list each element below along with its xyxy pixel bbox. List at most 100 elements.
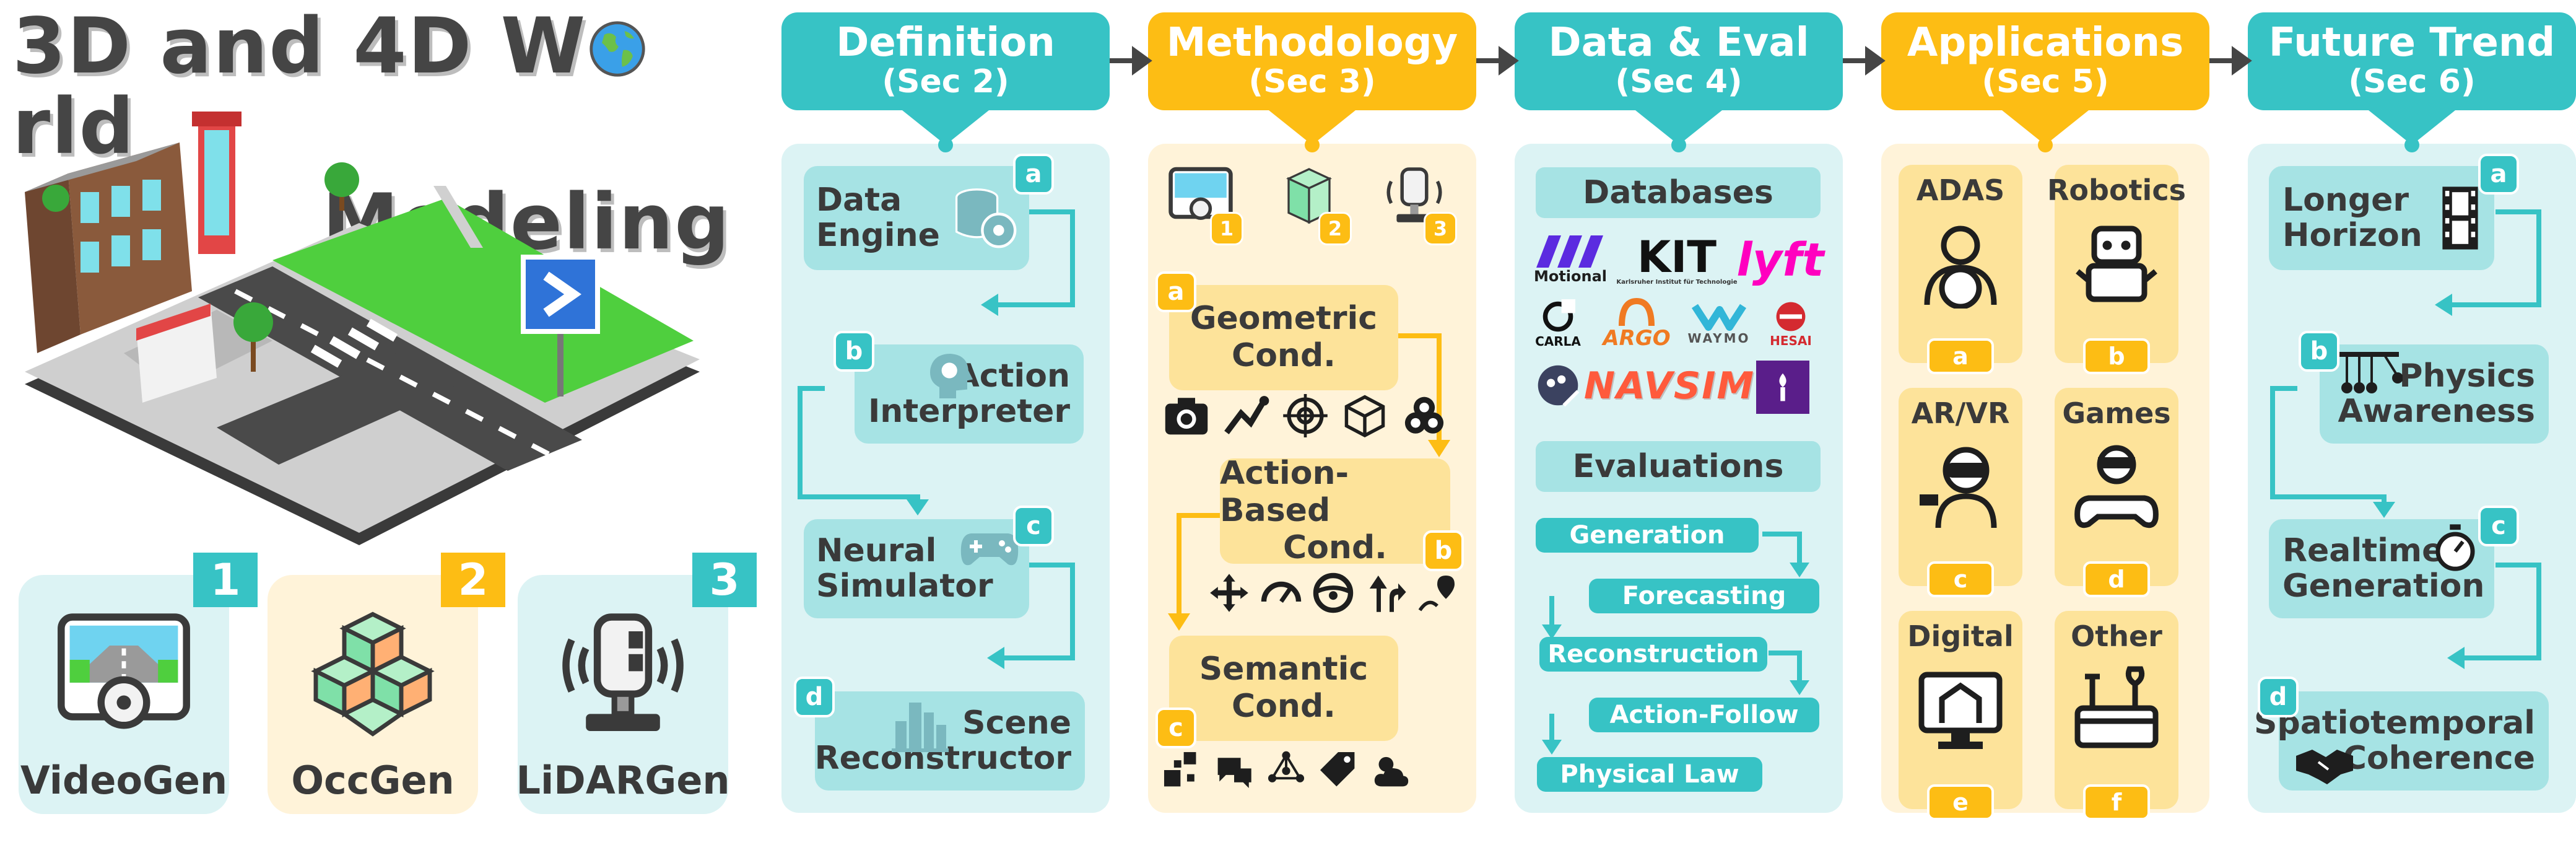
newton-cradle-icon [2338,352,2403,393]
eval-reconstruction: Reconstruction [1539,637,1767,672]
waymo-logo-text: WAYMO [1687,331,1751,346]
waymo-logo: WAYMO [1682,296,1756,352]
longer-horizon-box: Longer Horizon [2269,166,2494,270]
direction-arrows-icon [1369,576,1406,612]
evaluations-label: Evaluations [1536,441,1821,492]
videogen-card: VideoGen [19,575,229,814]
semantic-cond-box: Semantic Cond. [1169,636,1398,741]
lidargen-label: LiDARGen [516,758,730,803]
applications-section: (Sec 5) [1982,63,2109,100]
future-letter-c: c [2478,506,2519,546]
app-tile-adas: ADAS a [1899,165,2022,374]
data-engine-box: Data Engine [804,166,1029,270]
geometric-cond-line1: Geometric [1190,300,1378,338]
graph-nodes-icon [1268,751,1305,782]
globe-icon [590,21,646,77]
vr-headset-user-icon [1920,447,1997,528]
methodology-header: Methodology (Sec 3) [1148,12,1476,110]
mascot-head-icon [1538,365,1580,407]
occgen-number-badge: 2 [441,553,505,607]
geometric-icons-row [1162,394,1471,444]
longer-horizon-line1: Longer [2282,181,2409,219]
app-tile-other: Other f [2055,611,2178,820]
database-gear-icon [955,188,1017,248]
lidargen-card: LiDARGen [516,575,730,814]
evaluation-flow-connectors [1542,532,1809,755]
realtime-generation-line1: Realtime [2282,532,2444,569]
target-crosshair-icon [1283,394,1328,437]
driver-wheel-icon [1924,226,1997,309]
future-connectors [2270,209,2541,669]
app-robotics-label: Robotics [2047,173,2186,207]
action-based-cond-line2: Cond. [1283,528,1387,566]
scene-reconstructor-line1: Scene [962,704,1071,742]
spatiotemporal-coherence-line2: Coherence [2343,740,2535,777]
segmentation-icon [1164,751,1196,787]
argo-logo-mark [1619,297,1655,326]
handshake-icon [2296,750,2353,784]
methodology-section: (Sec 3) [1248,63,1376,100]
app-games-badge: d [2083,561,2150,597]
robot-icon [2076,226,2157,302]
navsim-logo: NAVSIM [1583,364,1756,408]
argo-logo-text: ARGO [1603,326,1671,351]
section-flow-arrows [1110,46,2252,76]
hesai-logo-text: HESAI [1770,333,1812,348]
app-tile-robotics: Robotics b [2047,165,2186,374]
future-title: Future Trend [2268,19,2556,66]
stopwatch-icon [2435,524,2475,571]
app-arvr-badge: c [1927,561,1994,597]
speedometer-icon [1261,581,1302,603]
definition-header: Definition (Sec 2) [781,12,1110,110]
gamepad-icon [960,533,1019,566]
definition-letter-b: b [833,331,874,372]
kit-logo-subtitle: Karlsruher Institut für Technologie [1616,278,1738,286]
app-tile-arvr: AR/VR c [1899,388,2022,597]
brain-head-icon [930,354,973,398]
physics-awareness-line2: Awareness [2338,393,2535,430]
university-seal-logo [1756,361,1809,414]
definition-title: Definition [836,19,1055,66]
app-tile-games: Games d [2055,388,2178,597]
kit-logo: KIT Karlsruher Institut für Technologie [1615,229,1739,291]
semantic-cond-line2: Cond. [1232,688,1336,725]
motional-logo-text: Motional [1533,268,1608,285]
film-strip-icon [2442,186,2478,250]
geometric-cond-box: Geometric Cond. [1169,285,1398,390]
tag-label-icon [1320,751,1355,787]
neural-simulator-box: Neural Simulator [804,519,1029,618]
move-arrows-icon [1210,574,1248,612]
definition-letter-c: c [1013,506,1054,546]
city-skyline-icon [892,703,949,752]
spatiotemporal-coherence-line1: Spatiotemporal [2254,704,2535,742]
future-letter-d: d [2258,677,2299,717]
hesai-logo-mark [1776,302,1806,331]
app-robotics-badge: b [2083,338,2150,374]
action-based-cond-line1: Action-Based [1220,455,1349,530]
digital-twin-monitor-icon [1918,672,2003,749]
route-pin-icon [1418,576,1455,611]
carla-logo: CARLA [1533,296,1583,352]
motional-logo-mark [1536,235,1603,268]
videogen-label: VideoGen [20,758,228,803]
steering-wheel-icon [1313,572,1354,613]
lyft-logo: lyft [1736,234,1824,287]
app-other-label: Other [2071,620,2162,653]
data-eval-header: Data & Eval (Sec 4) [1515,12,1843,110]
waymo-logo-mark [1691,304,1747,331]
dashboard-camera-icon [58,613,190,729]
methodology-letter-a: a [1155,271,1196,312]
scene-reconstructor-box: Scene Reconstructor [815,691,1085,791]
applications-title: Applications [1907,19,2184,66]
action-interpreter-line2: Interpreter [868,393,1070,430]
eval-forecasting: Forecasting [1589,579,1819,613]
app-adas-badge: a [1927,338,1994,374]
data-eval-section: (Sec 4) [1615,63,1743,100]
header-pointers [896,105,2461,152]
definition-connectors [798,209,1075,669]
neural-simulator-line1: Neural [816,532,937,569]
occupancy-mini-icon [1286,168,1332,224]
rgb-circles-icon [1404,397,1444,434]
motional-logo: Motional [1533,229,1608,291]
dataset-mascot-logo [1533,361,1583,410]
